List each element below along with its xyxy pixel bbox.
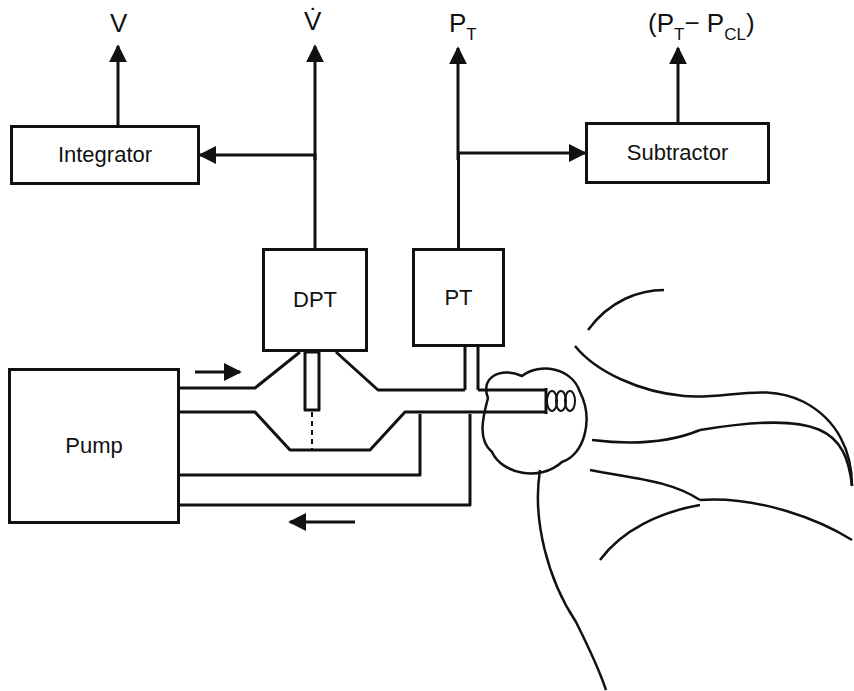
cannula-tie — [547, 391, 575, 411]
lung-outline — [600, 505, 700, 560]
tube-wall — [336, 352, 465, 390]
process-box: Integrator — [10, 125, 200, 185]
process-box: Subtractor — [585, 122, 770, 184]
larynx-outline — [483, 369, 587, 474]
box-label: Pump — [65, 433, 122, 459]
flow-screen — [305, 352, 319, 410]
trachea-wall — [592, 430, 700, 442]
signal-connector — [459, 153, 586, 248]
tube-wall — [180, 412, 546, 450]
signal-name: V̇ — [302, 8, 323, 34]
subscript: CL — [724, 25, 746, 44]
signal-label: ) — [746, 8, 755, 38]
trachea-wall — [590, 470, 700, 500]
box-label: PT — [444, 285, 472, 311]
flow-arrow — [195, 371, 240, 374]
signal-name: PT — [447, 10, 479, 43]
lung-outline — [700, 500, 852, 540]
lung-outline — [700, 422, 852, 486]
return-tube — [180, 414, 470, 505]
box-label: Integrator — [58, 142, 152, 168]
signal-arrow — [117, 46, 120, 125]
pressure-port — [465, 347, 478, 390]
signal-label: (P — [648, 8, 674, 38]
tube-wall — [180, 352, 300, 388]
return-tube — [180, 414, 420, 475]
signal-label: P — [449, 8, 466, 38]
signal-label: V̇ — [304, 6, 321, 36]
signal-connector — [200, 155, 315, 248]
signal-arrow — [677, 48, 680, 122]
subscript: T — [674, 25, 684, 44]
screen-link — [311, 412, 313, 450]
neck-outline — [538, 470, 606, 690]
airway-outline — [588, 290, 664, 330]
pump-box: Pump — [8, 368, 180, 524]
flow-arrow — [290, 521, 355, 524]
tube-wall — [478, 389, 546, 392]
box-label: Subtractor — [627, 140, 729, 166]
signal-arrow — [314, 46, 317, 160]
signal-label: V — [110, 8, 127, 38]
transducer-box: DPT — [262, 248, 368, 352]
lung-outline — [575, 346, 852, 486]
transducer-box: PT — [412, 248, 505, 347]
signal-arrow — [457, 48, 460, 160]
box-label: DPT — [293, 287, 337, 313]
signal-name: V — [108, 10, 129, 36]
signal-label: − P — [684, 8, 724, 38]
subscript: T — [466, 25, 476, 44]
signal-name: (PT− PCL) — [646, 10, 757, 43]
